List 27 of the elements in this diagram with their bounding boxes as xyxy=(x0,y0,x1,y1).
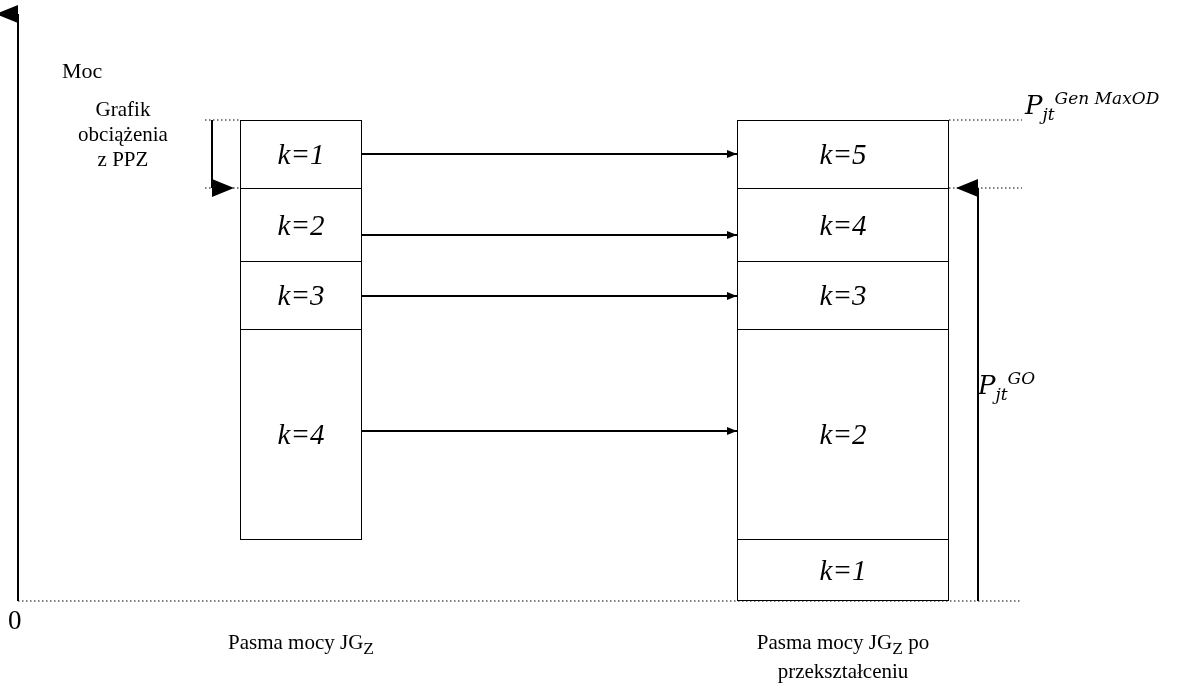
axis-label: Moc xyxy=(62,58,103,85)
axis-label: 0 xyxy=(8,604,22,637)
power-band-box xyxy=(240,120,362,189)
band-label: k=2 xyxy=(819,418,867,451)
arrow xyxy=(361,231,738,239)
band-label: k=4 xyxy=(819,208,867,242)
power-band-box xyxy=(737,261,949,330)
band-label: k=4 xyxy=(277,418,325,451)
power-band-box xyxy=(737,188,949,262)
note-text: Grafik obciążenia z PPZ xyxy=(78,97,168,173)
power-band-box xyxy=(737,329,949,540)
band-label: k=3 xyxy=(277,279,325,312)
band-label: k=1 xyxy=(277,138,325,171)
power-band-box xyxy=(737,120,949,189)
caption-text: Pasma mocy JG$_{Z}$ xyxy=(227,630,375,660)
arrow xyxy=(361,427,738,435)
band-label: k=2 xyxy=(277,208,325,242)
power-band-box xyxy=(240,329,362,540)
band-label: k=1 xyxy=(819,553,867,587)
caption-text: Pasma mocy JG$_{Z}$ po przekształceniu xyxy=(755,630,931,685)
band-label: k=5 xyxy=(819,138,867,171)
arrow xyxy=(361,292,738,300)
power-band-box xyxy=(240,261,362,330)
power-band-box xyxy=(737,539,949,601)
arrow xyxy=(361,150,738,158)
power-band-box xyxy=(240,188,362,262)
band-label: k=3 xyxy=(819,279,867,312)
